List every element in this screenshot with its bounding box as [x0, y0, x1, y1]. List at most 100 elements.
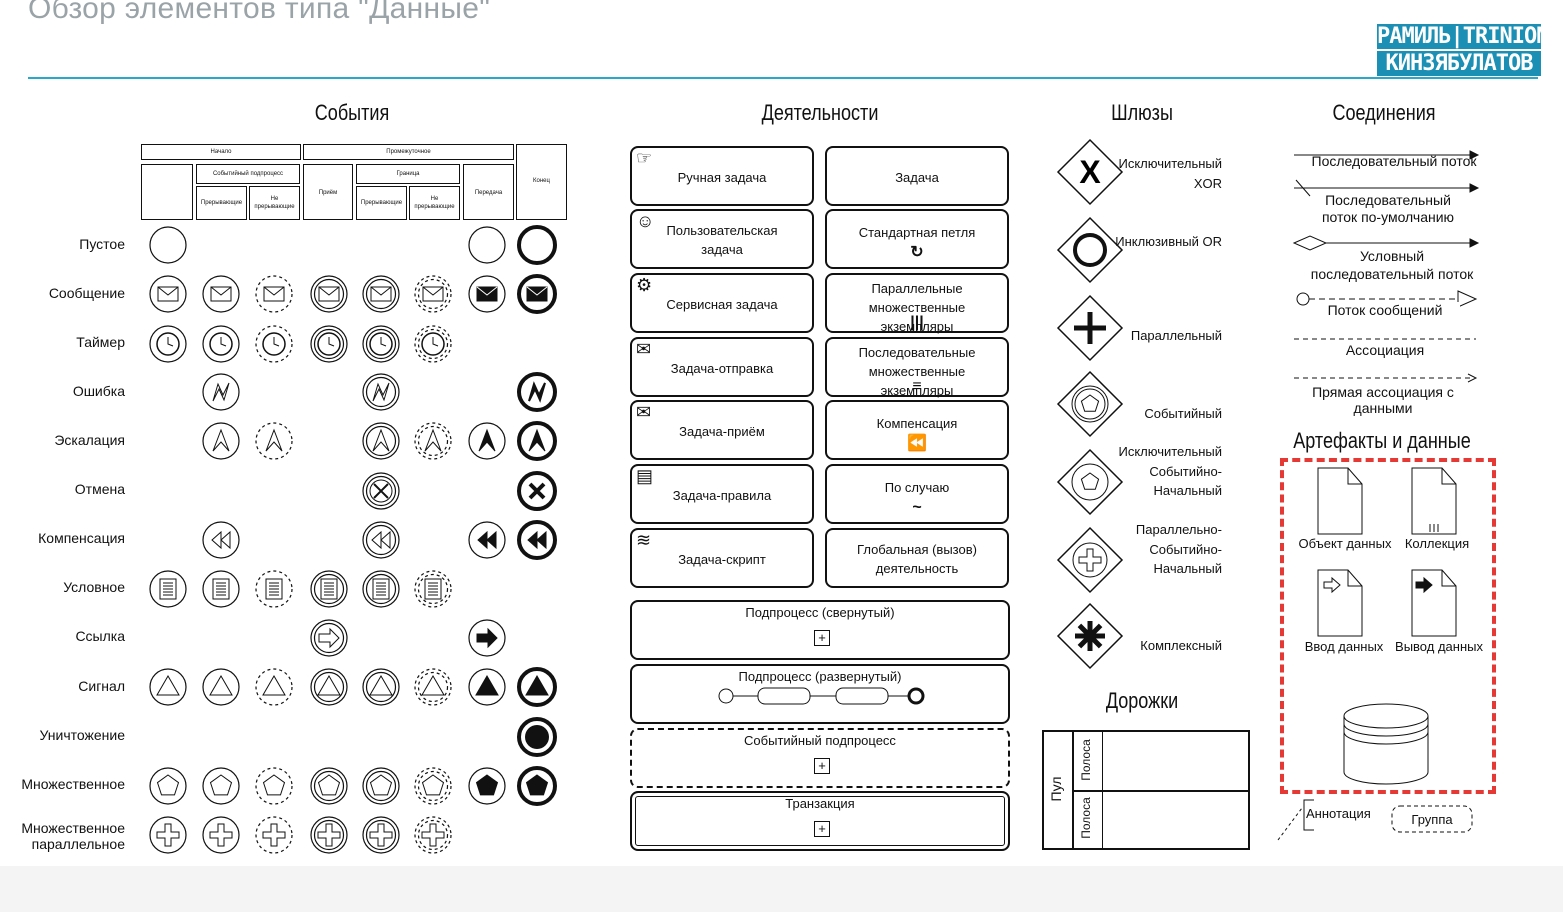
escalation-arrow-icon — [517, 421, 557, 461]
section-title-events: События — [314, 100, 390, 125]
envelope-icon — [255, 275, 293, 313]
activity-box: По случаю~ — [825, 464, 1009, 524]
subprocess-box: Событийный подпроцесс+ — [630, 728, 1010, 788]
activity-label: Событийный подпроцесс — [744, 733, 896, 748]
row-label: Уничтожение — [39, 727, 125, 743]
activity-label: Параллельные множественные экземпляры — [868, 281, 966, 334]
empty-event-icon — [468, 226, 506, 264]
triangle-icon — [310, 668, 348, 706]
task-box: ☺ Пользовательская задача — [630, 209, 814, 269]
section-title-activities: Деятельности — [761, 100, 879, 125]
cancel-x-icon — [517, 471, 557, 511]
envelope-icon — [517, 274, 557, 314]
activity-label: Задача — [895, 170, 939, 185]
cancel-x-icon — [362, 472, 400, 510]
document-lines-icon — [202, 570, 240, 608]
pentagon-icon — [468, 767, 506, 805]
document-lines-icon — [414, 570, 452, 608]
task-box: ≋Задача-скрипт — [630, 528, 814, 588]
group-label: Группа — [1411, 812, 1453, 827]
hand-icon: ☞ — [636, 148, 653, 168]
header-send: Передача — [463, 164, 514, 220]
triangle-icon — [414, 668, 452, 706]
gateway-label: Комплексный — [1140, 638, 1222, 653]
pentagon-icon — [362, 767, 400, 805]
circle-icon — [1296, 292, 1310, 306]
collapse-plus-icon: + — [814, 630, 830, 646]
envelope-icon: ✉ — [636, 402, 652, 422]
activity-label: Ручная задача — [677, 170, 767, 185]
output-arrow-icon — [1415, 576, 1433, 594]
lightning-icon — [362, 373, 400, 411]
default-slash-icon — [1295, 179, 1311, 197]
clock-icon — [202, 325, 240, 363]
task-box: ☞ Ручная задача — [630, 146, 814, 206]
document-lines-icon — [149, 570, 187, 608]
row-label: Множественное параллельное — [21, 820, 125, 852]
document-lines-icon — [362, 570, 400, 608]
conn-label: Последовательный поток — [1311, 153, 1477, 169]
triangle-icon — [468, 668, 506, 706]
lane-label: Полоса — [1079, 797, 1093, 839]
row-label: Ссылка — [75, 628, 125, 644]
plus-icon — [255, 816, 293, 854]
triangle-icon — [255, 668, 293, 706]
activity-label: Компенсация — [876, 416, 958, 431]
conn-label: Последовательный поток по-умолчанию — [1321, 192, 1455, 225]
gateway-symbols: X — [1056, 138, 1124, 670]
task-box: ✉Задача-отправка — [630, 337, 814, 397]
escalation-arrow-icon — [255, 422, 293, 460]
connection-lines — [1292, 150, 1480, 383]
activity-box: Компенсация⏪ — [825, 400, 1009, 460]
escalation-arrow-icon — [468, 422, 506, 460]
activity-label: Задача-приём — [679, 424, 765, 439]
header-intermediate: Промежуточное — [303, 144, 514, 160]
row-label: Ошибка — [72, 383, 125, 399]
plus-icon — [149, 816, 187, 854]
pool-box — [1042, 730, 1250, 850]
section-title-connections: Соединения — [1332, 100, 1436, 125]
plus-icon — [414, 816, 452, 854]
triangle-icon — [362, 668, 400, 706]
activity-label: Подпроцесс (развернутый) — [738, 669, 902, 684]
triangle-icon — [202, 668, 240, 706]
pentagon-icon — [414, 767, 452, 805]
expanded-subprocess-flow — [718, 687, 925, 705]
arrow-icon — [1469, 238, 1480, 248]
asterisk-icon — [1056, 602, 1124, 670]
pool-label: Пул — [1048, 776, 1064, 802]
section-title-lanes: Дорожки — [1105, 688, 1179, 713]
activity-box: Глобальная (вызов) деятельность — [825, 528, 1009, 588]
rewind-icon — [362, 521, 400, 559]
activity-label: Задача-скрипт — [678, 552, 766, 567]
plus-icon — [362, 816, 400, 854]
gateway-label: Инклюзивный OR — [1115, 234, 1222, 249]
activity-label: Пользовательская задача — [666, 223, 778, 257]
svg-text:X: X — [1079, 154, 1101, 190]
gateway-label: Исключительный XOR — [1118, 156, 1222, 191]
rewind-icon — [517, 520, 557, 560]
loop-marker-icon: ↻ — [910, 244, 924, 261]
conn-label: Прямая ассоциация с данными — [1312, 384, 1454, 416]
envelope-icon — [414, 275, 452, 313]
x-icon: X — [1056, 138, 1124, 206]
row-label: Сигнал — [78, 678, 125, 694]
pentagon-icon — [149, 767, 187, 805]
logo-line-1: РАМИЛЬ|TRINION — [1377, 24, 1549, 49]
activity-box: Параллельные множественные экземпляры||| — [825, 273, 1009, 334]
pentagon-icon — [517, 766, 557, 806]
plus-icon — [1056, 526, 1124, 594]
artifact-label: Ввод данных — [1304, 639, 1384, 654]
pentagon-icon — [310, 767, 348, 805]
user-icon: ☺ — [636, 211, 655, 231]
gear-icon: ⚙ — [636, 275, 653, 295]
conn-label: Условный последовательный поток — [1310, 248, 1474, 282]
terminate-icon — [517, 717, 557, 757]
footer-band — [0, 866, 1563, 912]
header-end: Конец — [516, 144, 567, 220]
rewind-icon — [202, 521, 240, 559]
activity-label: По случаю — [884, 480, 950, 495]
header-event-subprocess: Событийный подпроцесс — [196, 164, 300, 184]
row-label: Компенсация — [38, 530, 125, 546]
group-box-icon — [1391, 805, 1473, 833]
